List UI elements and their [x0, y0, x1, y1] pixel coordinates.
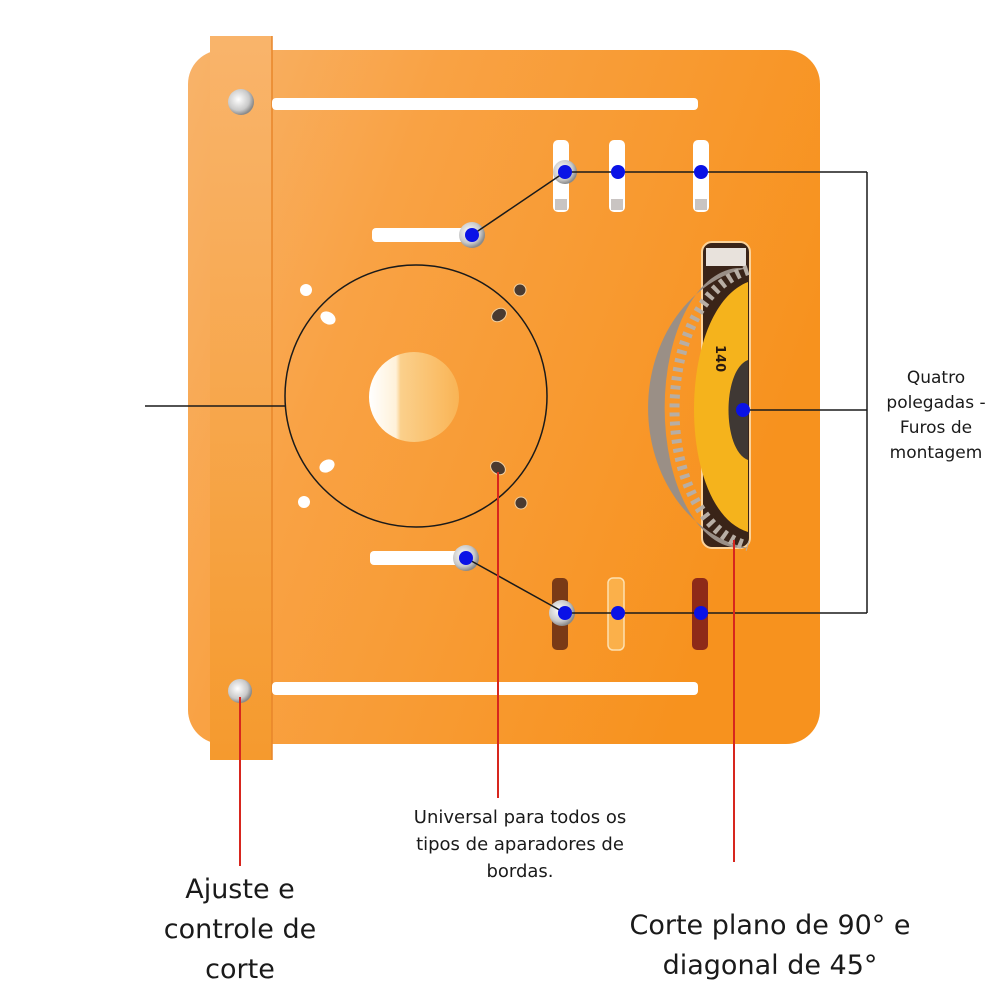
saw-blade: 140	[648, 241, 751, 551]
fence-bar	[210, 36, 272, 760]
upper-short-slot	[372, 228, 472, 242]
router-plate	[188, 50, 820, 744]
label-adjust-control: Ajuste e controle de corte	[163, 874, 317, 985]
label-mounting-holes: Quatro polegadas - Furos de montagem	[886, 368, 986, 463]
bottom-long-slot	[272, 682, 698, 695]
svg-text:140: 140	[712, 345, 727, 372]
top-fence-bolt	[228, 89, 254, 115]
router-base-outline	[284, 264, 548, 528]
bottom-fence-bolt	[228, 679, 252, 703]
callout-red-lines	[239, 472, 735, 866]
label-universal: Universal para todos os tipos de aparado…	[413, 807, 627, 882]
top-long-slot	[272, 98, 698, 110]
lower-short-slot	[370, 551, 470, 565]
marker-dots	[459, 165, 750, 620]
label-cut-angles: Corte plano de 90° e diagonal de 45°	[629, 910, 911, 981]
router-center-hole	[369, 352, 459, 442]
